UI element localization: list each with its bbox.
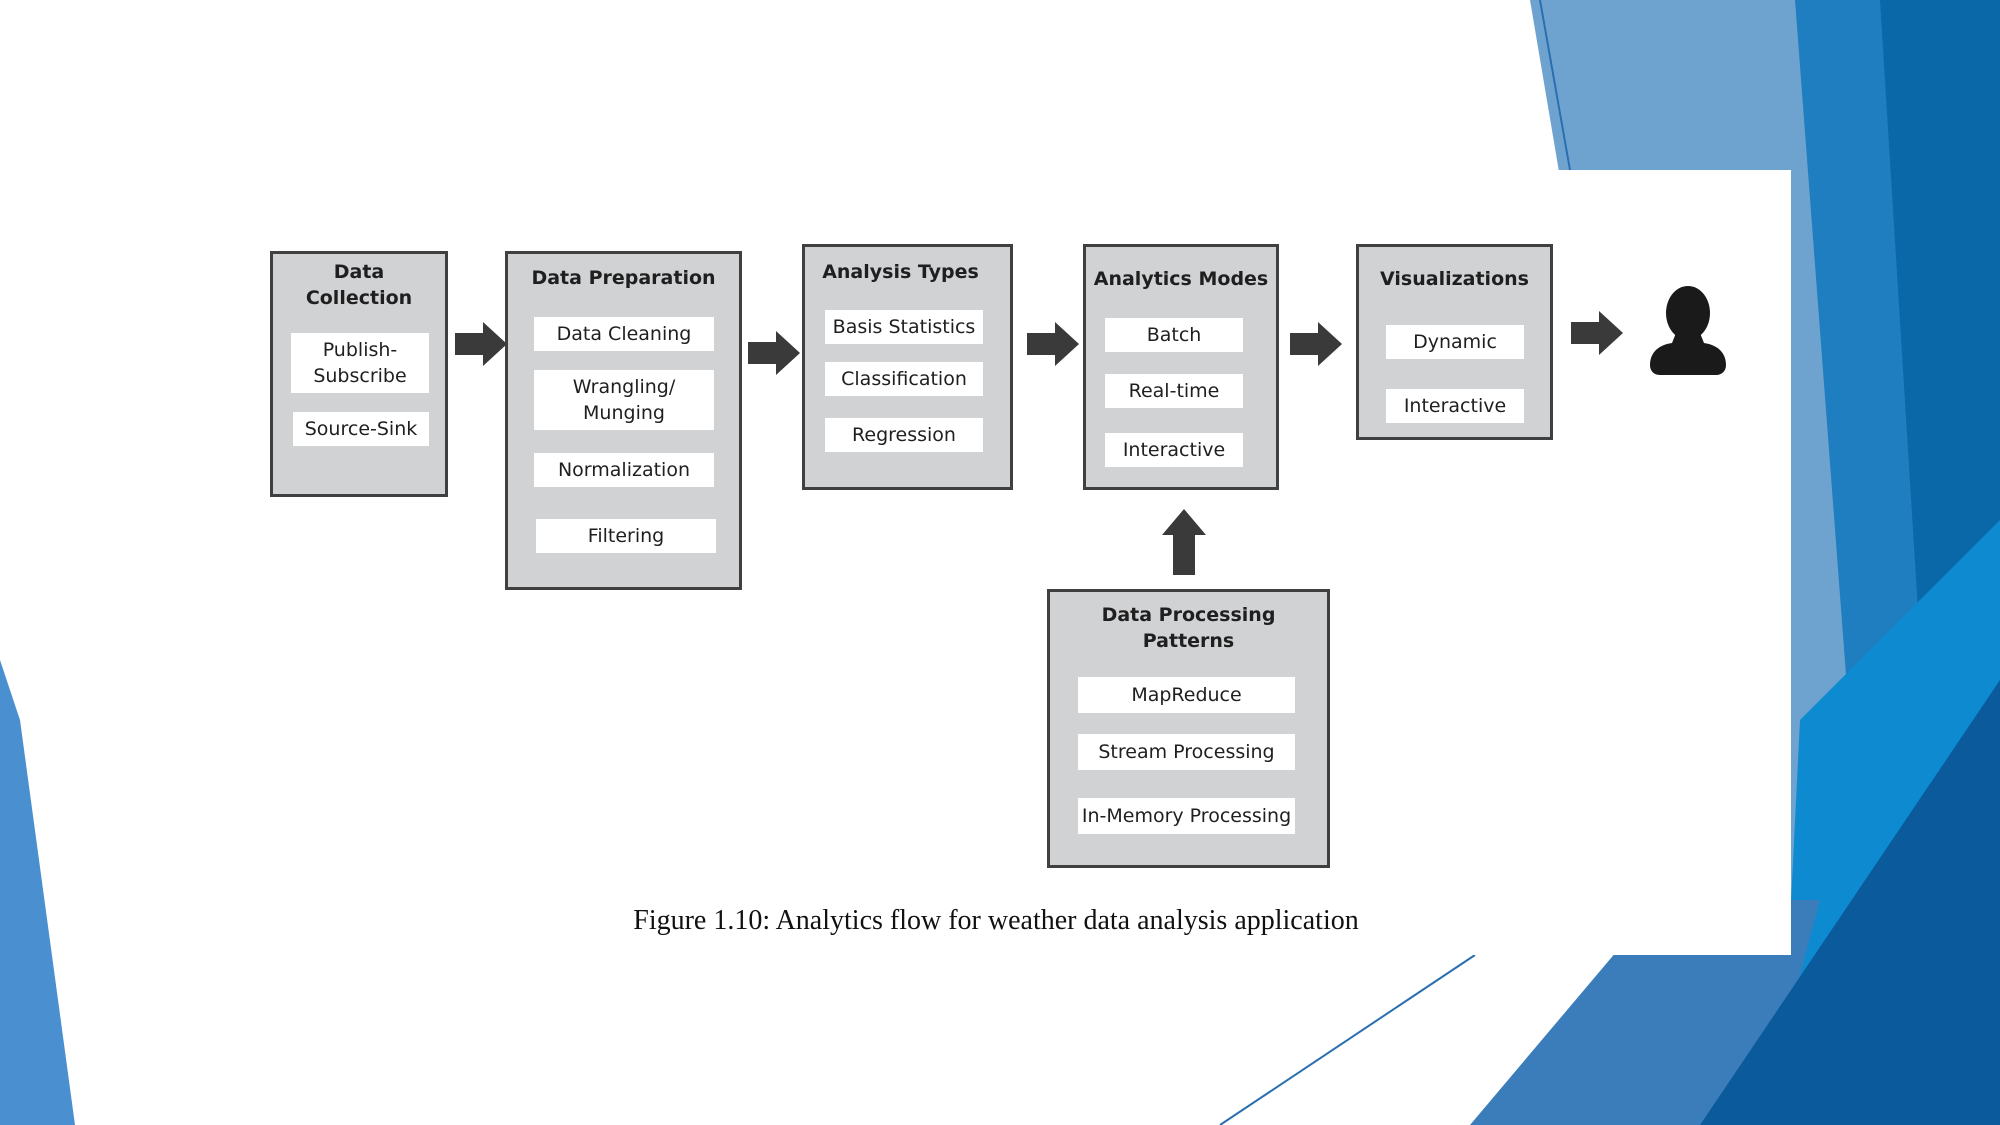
arrow-up-icon (1162, 509, 1206, 575)
arrow-right-icon (1027, 322, 1079, 366)
item-classification: Classification (825, 362, 983, 396)
arrow-right-icon (1290, 322, 1342, 366)
item-batch: Batch (1105, 318, 1243, 352)
item-data-cleaning: Data Cleaning (534, 317, 714, 351)
stage-title: Data Processing Patterns (1101, 604, 1276, 652)
item-filtering: Filtering (536, 519, 716, 553)
item-stream-processing: Stream Processing (1078, 734, 1295, 770)
item-real-time: Real-time (1105, 374, 1243, 408)
bg-shape-bottom-far (1700, 680, 2000, 1125)
bg-shape-left (0, 660, 75, 1125)
stage-data-preparation: Data Preparation Data Cleaning Wrangling… (505, 251, 742, 590)
item-interactive-visualization: Interactive (1386, 389, 1524, 423)
item-wrangling-munging: Wrangling/ Munging (534, 370, 714, 430)
stage-title: Analytics Modes (1093, 268, 1269, 290)
stage-title: Analysis Types (822, 261, 979, 283)
item-regression: Regression (825, 418, 983, 452)
stage-data-processing-patterns: Data Processing Patterns MapReduce Strea… (1047, 589, 1330, 868)
arrow-right-icon (455, 322, 507, 366)
item-dynamic: Dynamic (1386, 325, 1524, 359)
stage-data-collection: Data Collection Publish- Subscribe Sourc… (270, 251, 448, 497)
stage-analytics-modes: Analytics Modes Batch Real-time Interact… (1083, 244, 1279, 490)
stage-title: Data Collection (305, 261, 413, 309)
item-mapreduce: MapReduce (1078, 677, 1295, 713)
item-normalization: Normalization (534, 453, 714, 487)
stage-analysis-types: Analysis Types Basis Statistics Classifi… (802, 244, 1013, 490)
item-basis-statistics: Basis Statistics (825, 310, 983, 344)
item-publish-subscribe: Publish- Subscribe (291, 333, 429, 393)
item-interactive-mode: Interactive (1105, 433, 1243, 467)
user-silhouette-icon (1650, 286, 1726, 375)
arrow-right-icon (748, 331, 800, 375)
stage-title: Visualizations (1380, 268, 1529, 290)
bg-shape-bottom-right (1470, 900, 1820, 1125)
item-source-sink: Source-Sink (293, 412, 429, 446)
figure-caption: Figure 1.10: Analytics flow for weather … (633, 905, 1359, 936)
stage-visualizations: Visualizations Dynamic Interactive (1356, 244, 1553, 440)
bg-line-top (1539, 0, 1571, 171)
stage-title: Data Preparation (531, 267, 716, 289)
arrow-right-icon (1571, 311, 1623, 355)
bg-line-bottom (1219, 954, 1476, 1125)
item-in-memory-processing: In-Memory Processing (1078, 798, 1295, 834)
